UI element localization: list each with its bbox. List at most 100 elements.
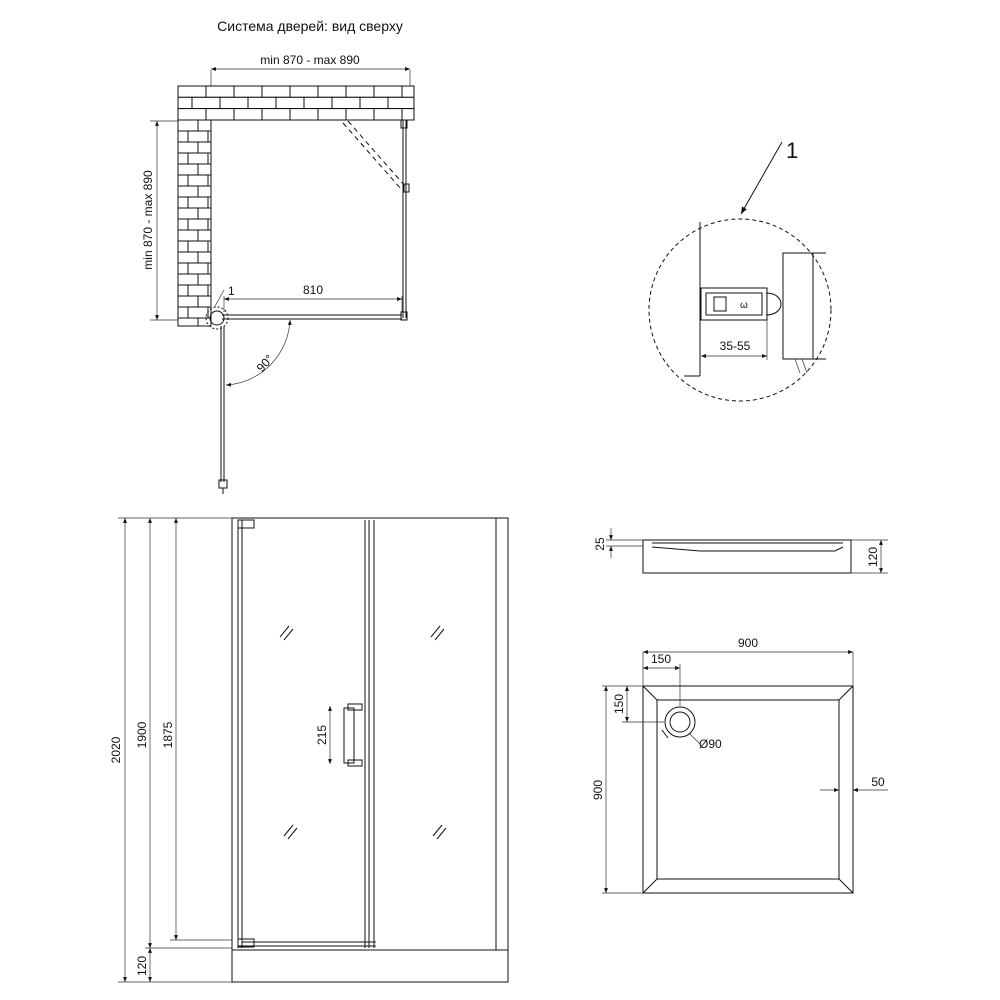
brick	[207, 262, 212, 275]
brick	[289, 108, 319, 121]
brick	[207, 196, 212, 209]
brick	[261, 108, 291, 121]
brick	[401, 108, 415, 121]
door-closed-position	[205, 306, 402, 330]
brick	[345, 108, 375, 121]
tray-top-view: Ø90 900 150 900 150 50	[591, 636, 888, 894]
tray-rim-label: 25	[593, 537, 607, 551]
brick	[177, 284, 189, 297]
depth-dimension: min 870 - max 890	[141, 120, 178, 321]
brick	[177, 130, 189, 143]
total-height-label: 2020	[109, 736, 123, 763]
door-swing-dashed	[342, 120, 406, 191]
brick	[177, 108, 207, 121]
adjust-range-label: 35-55	[720, 339, 751, 353]
height-1900-label: 1900	[135, 721, 149, 748]
brick	[317, 85, 347, 98]
brick	[177, 163, 199, 176]
tray-depth-label: 900	[591, 780, 605, 800]
brick	[177, 85, 207, 98]
brick	[177, 196, 189, 209]
front-view: 2020 1900 1875 120	[109, 517, 509, 983]
brick	[187, 196, 209, 209]
brick	[197, 207, 212, 220]
top-view-title: Система дверей: вид сверху	[217, 18, 403, 34]
brick	[247, 96, 277, 110]
door-width-dimension: 810	[223, 283, 403, 312]
glass-marks	[279, 625, 447, 840]
brick	[197, 119, 212, 132]
brick	[401, 85, 415, 98]
brick	[187, 284, 209, 297]
brick	[207, 152, 212, 165]
fixed-glass-panel	[400, 119, 410, 321]
brick	[177, 218, 189, 231]
brick	[187, 218, 209, 231]
brick	[207, 240, 212, 253]
brick	[177, 240, 189, 253]
door-panel	[237, 518, 497, 950]
brick	[317, 108, 347, 121]
brick	[373, 108, 403, 121]
drain: Ø90	[661, 706, 722, 751]
brick	[197, 163, 212, 176]
brick	[177, 174, 189, 187]
width-range-label: min 870 - max 890	[260, 53, 360, 67]
door-handle: 215	[315, 703, 363, 767]
brick	[187, 240, 209, 253]
drain-offset-y-label: 150	[612, 694, 626, 714]
brick	[207, 218, 212, 231]
brick	[373, 85, 403, 98]
brick	[205, 85, 235, 98]
brick	[187, 152, 209, 165]
brick	[177, 207, 199, 220]
brick	[177, 317, 199, 327]
brick	[207, 130, 212, 143]
detail-view: ω 35-55 1	[648, 138, 832, 402]
brick	[177, 273, 199, 286]
wall-profile: ω	[700, 287, 782, 321]
door-width-label: 810	[303, 283, 323, 297]
brick	[177, 262, 189, 275]
brick	[197, 273, 212, 286]
height-1875-label: 1875	[161, 721, 175, 748]
brick	[197, 251, 212, 264]
brick	[177, 141, 199, 154]
brick	[177, 185, 199, 198]
front-dimensions: 2020 1900 1875 120	[109, 517, 232, 983]
brick	[331, 96, 361, 110]
brick	[387, 96, 415, 110]
brick	[177, 152, 189, 165]
brick	[177, 306, 189, 319]
tray-width-label: 900	[738, 636, 758, 650]
brick	[233, 108, 263, 121]
brick	[233, 85, 263, 98]
brick	[187, 130, 209, 143]
adjust-dimension: 35-55	[701, 320, 768, 360]
brick-wall	[177, 85, 415, 327]
brick	[207, 284, 212, 297]
brick	[177, 119, 199, 132]
detail-callout: 1	[740, 138, 798, 215]
brick	[197, 295, 212, 308]
top-callout: 1	[213, 284, 235, 309]
tray-height-label: 120	[135, 956, 149, 976]
brick	[187, 306, 209, 319]
brick	[205, 108, 235, 121]
brick	[289, 85, 319, 98]
glass-edge	[782, 252, 826, 374]
brick	[275, 96, 305, 110]
brick	[303, 96, 333, 110]
brick	[345, 85, 375, 98]
brick	[359, 96, 389, 110]
brick	[177, 96, 193, 110]
top-callout-label: 1	[228, 284, 235, 298]
tray-side-view: 25 120	[593, 528, 888, 574]
rim-width-label: 50	[871, 775, 885, 789]
front-tray	[231, 949, 509, 983]
brick	[219, 96, 249, 110]
brick	[197, 317, 212, 327]
brick	[197, 229, 212, 242]
top-view-drawing: Система дверей: вид сверху min 870 - max…	[141, 18, 415, 494]
